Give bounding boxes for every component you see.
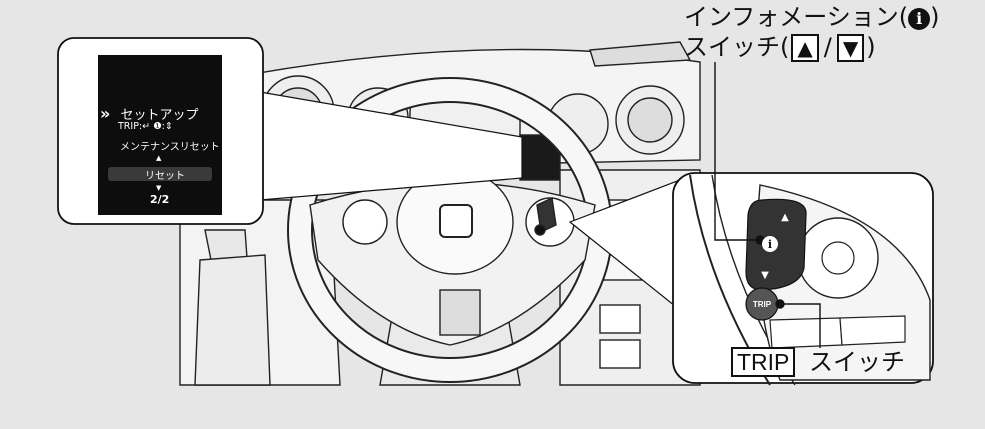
info-switch-label-line1: インフォメーション(i) [684, 3, 940, 31]
info-icon: i [768, 238, 772, 251]
down-triangle-icon: ▼ [836, 34, 865, 62]
display-screen [98, 55, 222, 215]
display-up-arrow: ▲ [156, 154, 162, 162]
lower-switch-pad-2 [839, 315, 906, 346]
leader-lines [714, 62, 821, 348]
down-arrow-icon: ▼ [761, 270, 769, 281]
display-menu-title: セットアップ [120, 108, 199, 123]
info-leader-line [714, 62, 760, 241]
brand-emblem [439, 204, 473, 238]
airbag-lower [439, 289, 481, 336]
switch-panel-hub-inner [821, 241, 855, 275]
rocker-icons: ▲ i ▼ TRIP [753, 212, 789, 309]
info-switch-label: インフォメーション(i) スイッチ(▲/▼) [684, 3, 940, 62]
display-selected-bar [108, 167, 212, 181]
display-selected-item: リセット [145, 171, 185, 182]
up-triangle-icon: ▲ [791, 34, 819, 62]
right-vent-inner [627, 97, 673, 143]
info-icon-bg [762, 236, 778, 252]
shift-gate [194, 254, 271, 386]
display-down-arrow: ▼ [156, 184, 162, 192]
trip-switch-label: TRIP スイッチ [731, 347, 905, 377]
trip-boxed-label: TRIP [731, 347, 796, 377]
display-item: メンテナンスリセット [120, 142, 220, 153]
defroster-grille [589, 41, 692, 67]
display-page-number: 2/2 [150, 193, 170, 206]
display-hint: TRIP:↵ ❶:⇕ [118, 121, 173, 132]
console-switch-2 [599, 339, 641, 369]
trip-switch-suffix: スイッチ [809, 348, 906, 376]
info-switch-label-line2: スイッチ(▲/▼) [684, 33, 876, 62]
trip-leader-dot [775, 299, 785, 309]
display-menu-row: » セットアップ [100, 104, 199, 123]
right-spoke-button-small [536, 196, 557, 234]
menu-chevron-icon: » [100, 104, 111, 123]
left-spoke-switches [342, 199, 388, 245]
console-switch-1 [599, 304, 641, 334]
right-spoke-marker [534, 224, 546, 236]
display-panel [57, 37, 264, 225]
trip-button-label: TRIP [753, 300, 772, 309]
trip-leader-line [780, 303, 821, 348]
info-circle-icon: i [908, 8, 931, 30]
switch-detail-panel [672, 172, 934, 386]
lower-switch-pad-1 [769, 317, 843, 349]
up-arrow-icon: ▲ [781, 212, 789, 223]
